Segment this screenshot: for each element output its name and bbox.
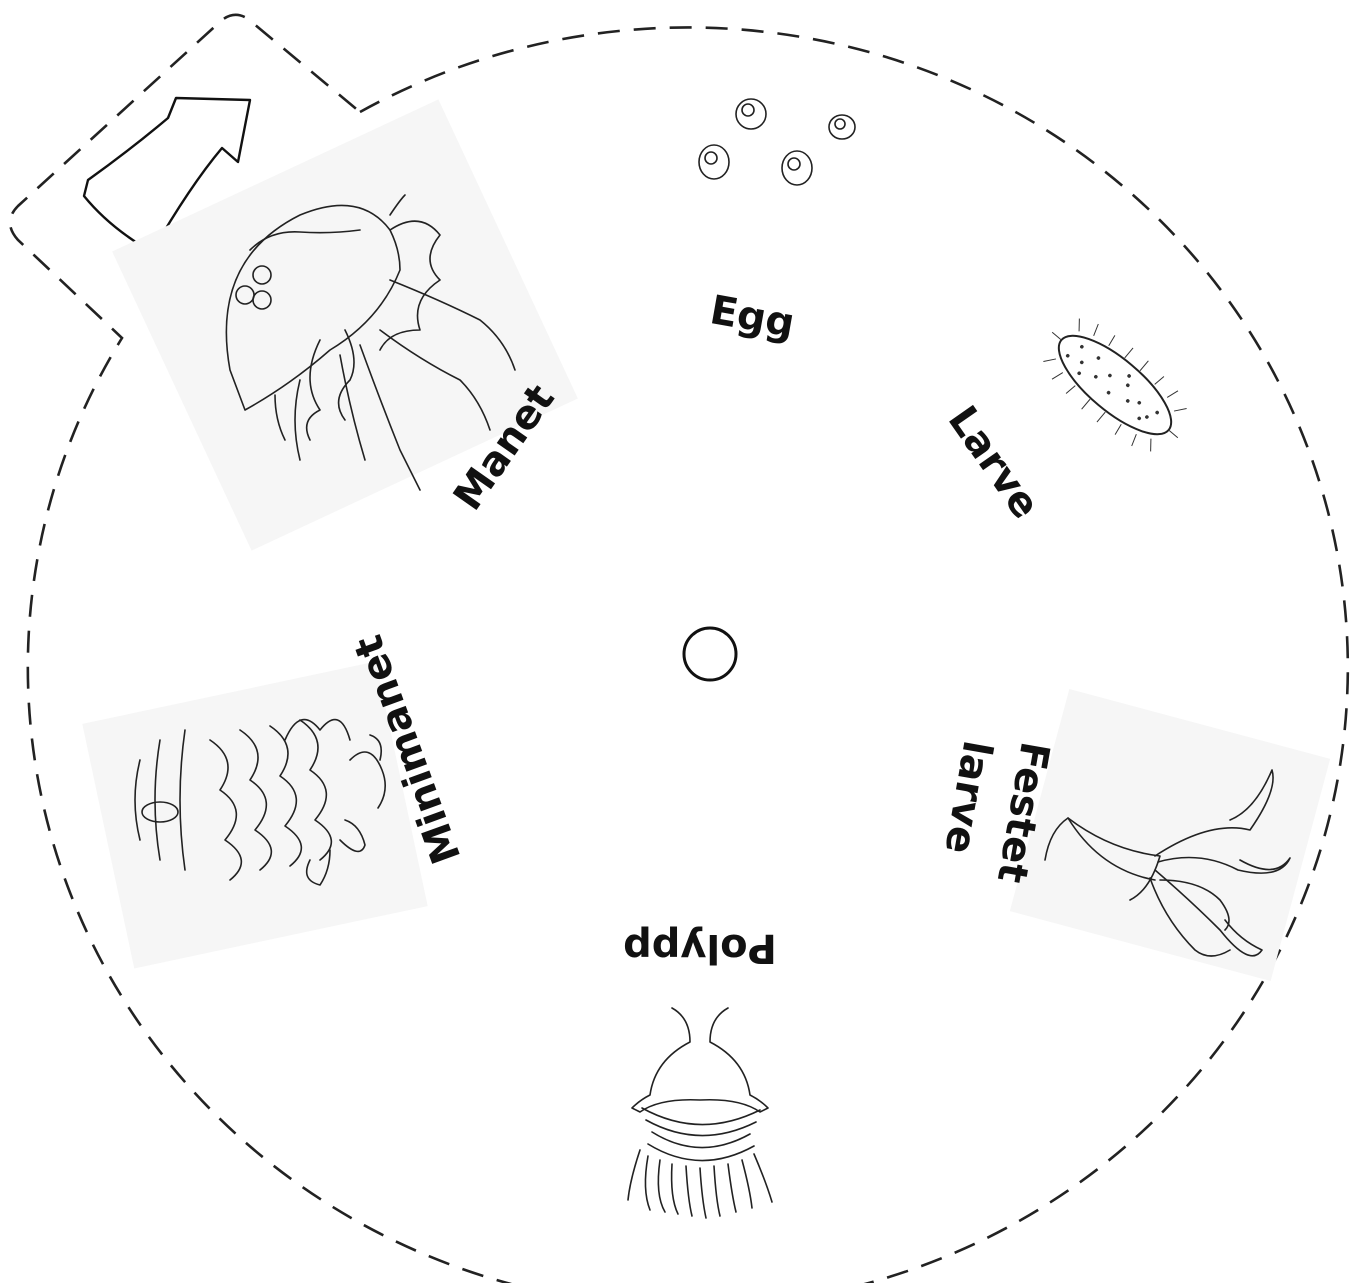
center-hole-icon <box>684 628 736 680</box>
larva-icon <box>1026 302 1203 469</box>
stage-label-polypp: Polypp <box>623 925 777 971</box>
stage-label-festet-larve: larve <box>935 737 1000 857</box>
stage-label-egg: Egg <box>707 287 798 347</box>
attached-larva-icon <box>1010 689 1330 981</box>
jellyfish-icon <box>112 99 578 550</box>
polyp-icon <box>628 1008 772 1218</box>
cut-outline <box>10 15 1348 1283</box>
stage-label-larve: Larve <box>939 398 1049 527</box>
eggs-icon <box>699 99 855 185</box>
